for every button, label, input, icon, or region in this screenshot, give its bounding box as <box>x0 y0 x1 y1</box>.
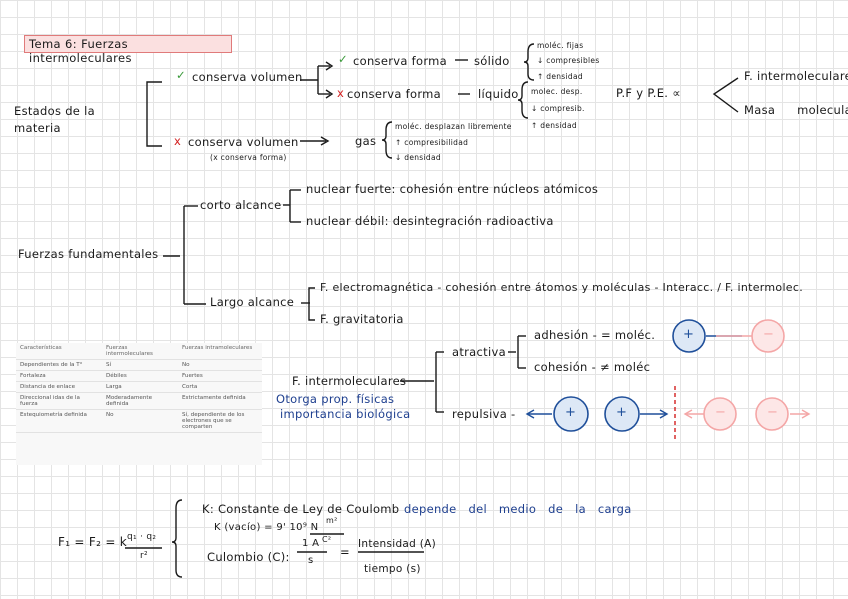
electromagnetica-label: F. electromagnética - cohesión entre áto… <box>320 281 804 294</box>
gas-prop: ↑ compresibilidad <box>395 138 469 147</box>
cross-mark-icon: x <box>337 86 345 100</box>
liquido-label: líquido <box>478 87 519 101</box>
largo-alcance-label: Largo alcance <box>210 295 295 309</box>
table-header: Fuerzas intermoleculares <box>102 343 178 360</box>
gas-prop: ↓ densidad <box>395 153 441 162</box>
positive-charge-sign: + <box>683 327 695 342</box>
table-cell: Direccional idas de la fuerza <box>16 392 102 410</box>
table-cell: Fuertes <box>178 370 262 382</box>
masa-molecular-label: Masa molecular <box>744 103 848 117</box>
gas-prop: moléc. desplazan libremente <box>395 122 512 131</box>
pf-pe-label: P.F y P.E. ∝ <box>616 86 681 100</box>
solido-label: sólido <box>474 54 510 68</box>
negative-charge-sign: − <box>767 405 779 420</box>
c-denominator: s <box>308 555 314 566</box>
k-value: K (vacío) = 9' 10⁹ N <box>214 522 319 533</box>
i-numerator: Intensidad (A) <box>358 538 437 550</box>
table-cell: Dependientes de la T° <box>16 359 102 371</box>
table-header: Características <box>16 343 102 360</box>
conserva-volumen-label: conserva volumen <box>192 70 303 84</box>
table-cell: Larga <box>102 381 178 393</box>
coulomb-numerator: q₁ · q₂ <box>127 532 157 542</box>
table-cell: Distancia de enlace <box>16 381 102 393</box>
i-denominator: tiempo (s) <box>364 563 421 575</box>
corto-alcance-label: corto alcance <box>200 198 282 212</box>
table-cell: No <box>102 409 178 433</box>
table-cell: Sí <box>102 359 178 371</box>
coulomb-denominator: r² <box>140 551 148 561</box>
positive-charge-sign: + <box>616 405 628 420</box>
negative-charge-sign: − <box>763 327 775 342</box>
solido-prop: moléc. fijas <box>537 41 584 50</box>
fuerzas-root: Fuerzas fundamentales <box>18 247 159 261</box>
cohesion-label: cohesión - ≠ moléc <box>534 360 651 374</box>
title-box: Tema 6: Fuerzas intermoleculares <box>24 35 232 65</box>
gravitatoria-label: F. gravitatoria <box>320 312 404 326</box>
gas-label: gas <box>355 134 377 148</box>
table-row: Estequiometría definida No Sí, dependien… <box>16 409 262 433</box>
no-conserva-forma-label: conserva forma <box>347 87 442 101</box>
c-numerator: 1 A <box>302 538 320 549</box>
table-row: Direccional idas de la fuerza Moderadame… <box>16 392 262 410</box>
check-mark-icon: ✓ <box>338 52 348 66</box>
negative-charge-sign: − <box>715 405 727 420</box>
page-title: Tema 6: Fuerzas intermoleculares <box>29 37 132 65</box>
equals-sign: = <box>340 545 350 559</box>
table-cell: Moderadamente definida <box>102 392 178 410</box>
nuclear-fuerte-label: nuclear fuerte: cohesión entre núcleos a… <box>306 182 599 196</box>
table-header: Fuerzas intramoleculares <box>178 343 262 360</box>
k-note: depende del medio de la carga <box>404 502 632 516</box>
k-units-num: m² <box>326 516 338 525</box>
cross-mark-icon: x <box>174 134 182 148</box>
estados-root: Estados de la materia <box>14 104 95 135</box>
adhesion-label: adhesión - = moléc. <box>534 328 656 342</box>
table-row: Distancia de enlace Larga Corta <box>16 381 262 393</box>
no-conserva-volumen-label: conserva volumen <box>188 135 299 149</box>
table-cell: Fortaleza <box>16 370 102 382</box>
comparison-table: Características Fuerzas intermoleculares… <box>16 343 262 465</box>
table-cell: Sí, dependiente de los electrones que se… <box>178 409 262 433</box>
intermoleculares-note: Otorga prop. físicas <box>276 392 395 406</box>
solido-prop: ↑ densidad <box>537 72 583 81</box>
no-conserva-forma-note: (x conserva forma) <box>210 153 287 162</box>
k-units-den: C² <box>322 535 332 544</box>
liquido-prop: ↑ densidad <box>531 121 577 130</box>
coulomb-formula-left: F₁ = F₂ = k <box>58 535 128 549</box>
table-cell: Corta <box>178 381 262 393</box>
solido-prop: ↓ compresibles <box>537 56 600 65</box>
table-cell: Estrictamente definida <box>178 392 262 410</box>
conserva-forma-label: conserva forma <box>353 54 448 68</box>
table-cell: No <box>178 359 262 371</box>
table-row: Dependientes de la T° Sí No <box>16 359 262 371</box>
liquido-prop: ↓ compresib. <box>531 104 585 113</box>
repulsiva-label: repulsiva - <box>452 407 516 421</box>
f-intermoleculares-label: F. intermoleculares <box>744 69 848 83</box>
intermoleculares-root: F. intermoleculares <box>292 374 407 388</box>
check-mark-icon: ✓ <box>176 68 186 82</box>
liquido-prop: molec. desp. <box>531 87 583 96</box>
table-cell: Estequiometría definida <box>16 409 102 433</box>
table-header-row: Características Fuerzas intermoleculares… <box>16 343 262 360</box>
positive-charge-sign: + <box>565 405 577 420</box>
table-row: Fortaleza Débiles Fuertes <box>16 370 262 382</box>
nuclear-debil-label: nuclear débil: desintegración radioactiv… <box>306 214 554 228</box>
k-label: K: Constante de Ley de Coulomb <box>202 502 400 516</box>
atractiva-label: atractiva <box>452 345 506 359</box>
table-cell: Débiles <box>102 370 178 382</box>
culombio-label: Culombio (C): <box>207 550 290 564</box>
intermoleculares-note: importancia biológica <box>280 407 411 421</box>
